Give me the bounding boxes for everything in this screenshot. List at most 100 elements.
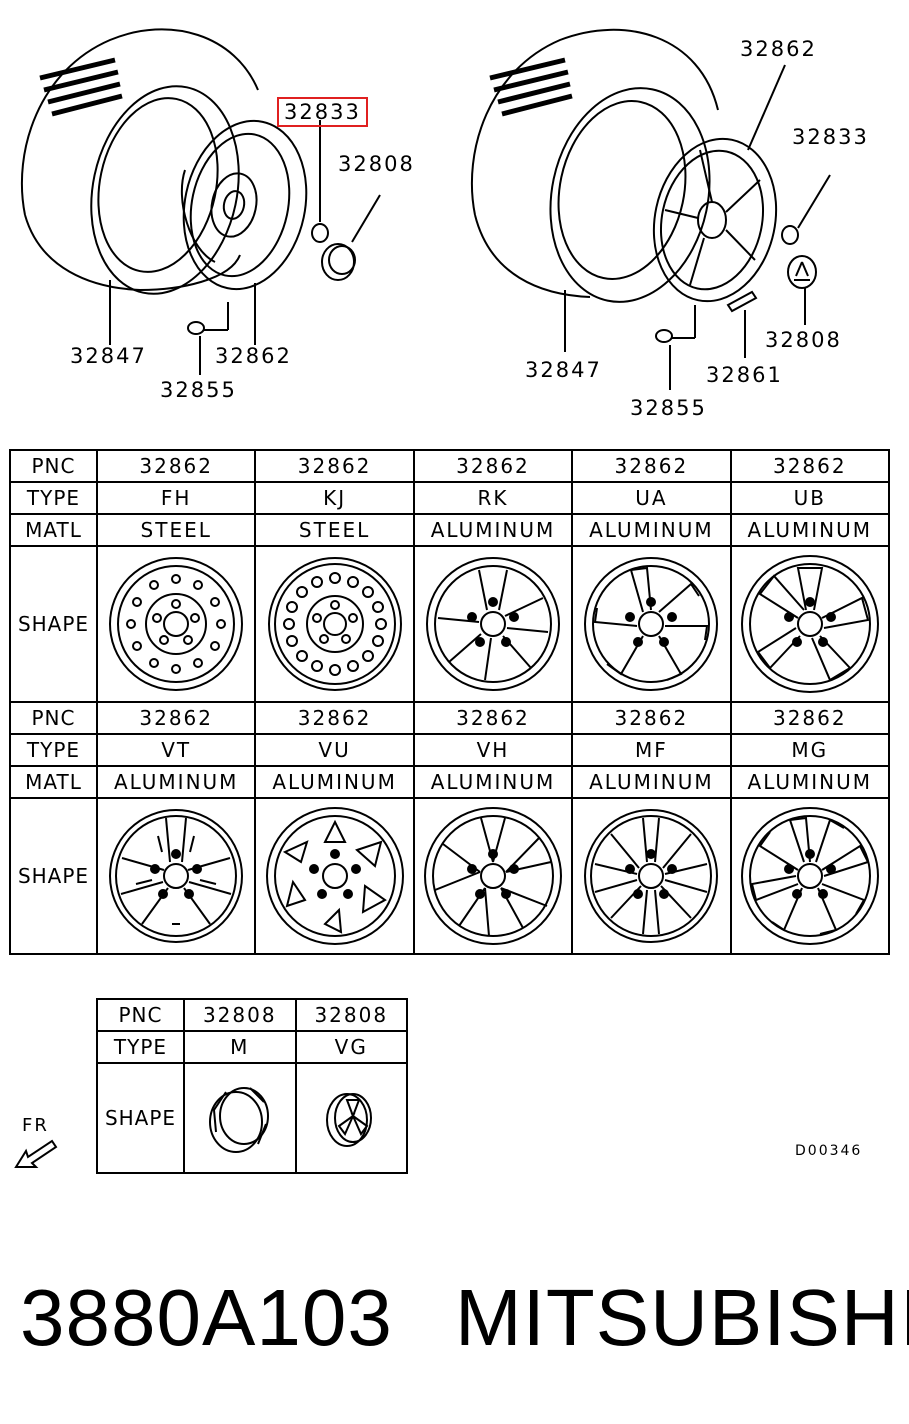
type-cell: VG	[294, 1030, 408, 1064]
type-cell: VU	[254, 733, 415, 767]
emblem-center-cap-icon	[326, 1093, 373, 1147]
callout-cap-nut-right[interactable]: 32833	[792, 125, 869, 149]
steel-wheel-icon	[267, 557, 402, 691]
matl-cell: STEEL	[95, 513, 257, 547]
table-row-type-1: TYPE FH KJ RK UA UB	[9, 481, 891, 515]
exploded-view-diagram	[21, 28, 831, 390]
matl-cell: ALUMINUM	[254, 765, 415, 799]
alloy-wheel-right-drawing	[652, 64, 786, 303]
pnc-cell: 32808	[294, 998, 408, 1032]
tire-left-drawing	[21, 28, 259, 295]
callout-center-cap-left[interactable]: 32808	[338, 152, 415, 176]
tire-right-drawing	[471, 28, 719, 303]
wheel-parts-table: PNC 32862 32862 32862 32862 32862 TYPE F…	[9, 449, 891, 955]
table-row-pnc: PNC 32808 32808	[96, 998, 408, 1032]
part-number: 3880A103	[20, 1273, 393, 1362]
drawing-code: D00346	[795, 1143, 863, 1159]
callout-wheel-right[interactable]: 32862	[740, 37, 817, 61]
callout-tire-right[interactable]: 32847	[525, 358, 602, 382]
matl-cell: ALUMINUM	[412, 513, 574, 547]
wheel-shape-mf	[571, 797, 732, 955]
type-cell: VH	[412, 733, 574, 767]
row-label-pnc: PNC	[96, 998, 185, 1032]
front-arrow-icon	[14, 1139, 58, 1168]
pnc-cell: 32808	[183, 998, 297, 1032]
wheel-shape-vh	[412, 797, 574, 955]
row-label-matl: MATL	[9, 765, 98, 799]
alloy-wheel-icon	[265, 807, 404, 945]
row-label-matl: MATL	[9, 513, 98, 547]
row-label-shape: SHAPE	[9, 797, 98, 955]
table-row-matl-1: MATL STEEL STEEL ALUMINUM ALUMINUM ALUMI…	[9, 513, 891, 547]
row-label-type: TYPE	[96, 1030, 185, 1064]
pnc-cell: 32862	[95, 701, 257, 735]
callout-tire-left[interactable]: 32847	[70, 344, 147, 368]
pnc-cell: 32862	[729, 701, 891, 735]
cap-nut-right-drawing	[781, 174, 831, 245]
table-row-type-2: TYPE VT VU VH MF MG	[9, 733, 891, 767]
center-cap-left-drawing	[321, 194, 381, 281]
pnc-cell: 32862	[412, 449, 574, 483]
table-row-pnc-2: PNC 32862 32862 32862 32862 32862	[9, 701, 891, 735]
cap-nut-left-drawing	[311, 120, 329, 243]
wheel-shape-ub	[729, 545, 891, 703]
matl-cell: ALUMINUM	[412, 765, 574, 799]
valve-left-drawing	[187, 302, 229, 375]
type-cell: M	[183, 1030, 297, 1064]
table-row-pnc-1: PNC 32862 32862 32862 32862 32862	[9, 449, 891, 483]
alloy-wheel-icon	[425, 557, 560, 691]
table-row-matl-2: MATL ALUMINUM ALUMINUM ALUMINUM ALUMINUM…	[9, 765, 891, 799]
table-row-shape-2: SHAPE	[9, 797, 891, 955]
pnc-cell: 32862	[571, 701, 732, 735]
alloy-wheel-icon	[740, 555, 879, 693]
pnc-cell: 32862	[95, 449, 257, 483]
matl-cell: ALUMINUM	[729, 513, 891, 547]
matl-cell: ALUMINUM	[571, 513, 732, 547]
wheel-shape-ua	[571, 545, 732, 703]
matl-cell: ALUMINUM	[729, 765, 891, 799]
valve-right-drawing	[655, 305, 696, 390]
type-cell: FH	[95, 481, 257, 515]
type-cell: RK	[412, 481, 574, 515]
type-cell: MG	[729, 733, 891, 767]
callout-cap-nut-left[interactable]: 32833	[277, 97, 368, 127]
pnc-cell: 32862	[254, 701, 415, 735]
row-label-shape: SHAPE	[9, 545, 98, 703]
brand-name: MITSUBISHI	[455, 1273, 909, 1362]
balance-weight-right-drawing	[726, 290, 758, 358]
wheel-shape-vt	[95, 797, 257, 955]
row-label-type: TYPE	[9, 481, 98, 515]
row-label-pnc: PNC	[9, 701, 98, 735]
callout-valve-left[interactable]: 32855	[160, 378, 237, 402]
cap-shape-m	[183, 1062, 297, 1174]
row-label-type: TYPE	[9, 733, 98, 767]
pnc-cell: 32862	[254, 449, 415, 483]
type-cell: UB	[729, 481, 891, 515]
center-cap-table: PNC 32808 32808 TYPE M VG SHAPE	[96, 998, 408, 1174]
alloy-wheel-icon	[740, 807, 879, 945]
type-cell: MF	[571, 733, 732, 767]
wheel-shape-fh	[95, 545, 257, 703]
matl-cell: ALUMINUM	[571, 765, 732, 799]
pnc-cell: 32862	[571, 449, 732, 483]
center-cap-right-drawing	[787, 255, 817, 325]
pnc-cell: 32862	[412, 701, 574, 735]
wheel-shape-rk	[412, 545, 574, 703]
table-row-shape-1: SHAPE	[9, 545, 891, 703]
steel-wheel-icon	[109, 557, 244, 691]
row-label-shape: SHAPE	[96, 1062, 185, 1174]
alloy-wheel-icon	[584, 557, 719, 691]
type-cell: VT	[95, 733, 257, 767]
callout-wheel-left[interactable]: 32862	[215, 344, 292, 368]
matl-cell: STEEL	[254, 513, 415, 547]
type-cell: KJ	[254, 481, 415, 515]
callout-balance-weight-right[interactable]: 32861	[706, 363, 783, 387]
alloy-wheel-icon	[109, 809, 244, 943]
table-row-shape: SHAPE	[96, 1062, 408, 1174]
alloy-wheel-icon	[423, 807, 562, 945]
table-row-type: TYPE M VG	[96, 1030, 408, 1064]
wheel-shape-vu	[254, 797, 415, 955]
steel-wheel-left-drawing	[180, 119, 308, 291]
callout-valve-right[interactable]: 32855	[630, 396, 707, 420]
callout-center-cap-right[interactable]: 32808	[765, 328, 842, 352]
